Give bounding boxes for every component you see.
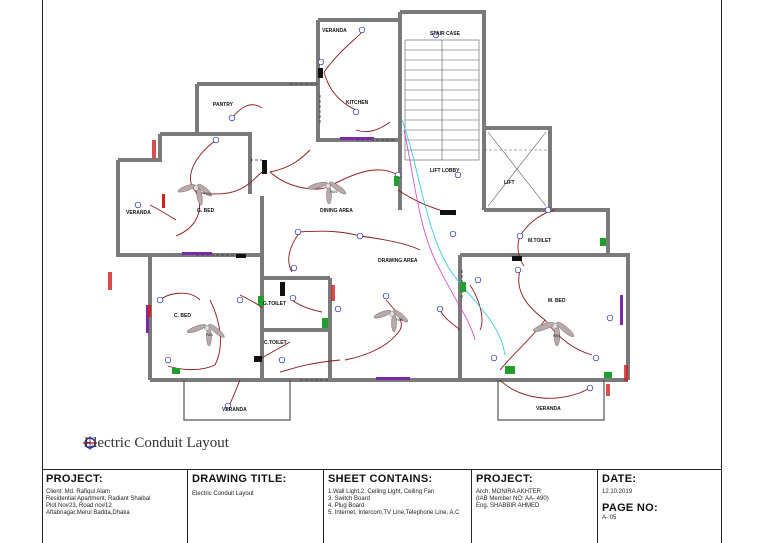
room-label-veranda-bottom-right: VERANDA [536,406,561,412]
room-label-veranda-top: VERANDA [322,28,347,34]
room-label-veranda-left: VERANDA [126,210,151,216]
client-line: Plot No#23, Road no#12 [46,503,112,509]
sheet-border [42,0,722,543]
title-block-client: PROJECT: Client: Md. Rafiqul Alam Reside… [42,470,188,543]
room-label-m-bed: M. BED [548,298,566,304]
room-label-dining-area: DINING AREA [320,208,353,214]
date-heading: DATE: [602,473,637,485]
room-label-pantry: PANTRY [213,102,234,108]
legend-symbol [83,436,97,450]
room-label-c-bed: C. BED [174,313,191,319]
fan-label: FAN [204,192,211,196]
title-block: PROJECT: Client: Md. Rafiqul Alam Reside… [42,469,722,543]
engineer-line: (IAB Member NO: AA- 490) [476,496,549,502]
room-labels: VERANDA STAIR CASE PANTRY KITCHEN LIFT L… [126,28,566,413]
wall-light-bars [146,137,623,380]
page-no-value: A- 05 [602,515,617,521]
title-block-date: DATE: 12.10.2019 PAGE NO: A- 05 [598,470,722,543]
fan-label: FAN [396,318,403,322]
client-line: Client: Md. Rafiqul Alam [46,489,111,495]
engineer-project-heading: PROJECT: [476,473,533,485]
title-block-engineer: PROJECT: Arch. MONIRA AKHTER (IAB Member… [472,470,598,543]
room-label-c-toilet: C.TOILET [264,340,287,346]
client-line: Aftabnagar,Merul Badda,Dhaka [46,510,130,516]
client-project-heading: PROJECT: [46,473,103,485]
floor-plan: VERANDA STAIR CASE PANTRY KITCHEN LIFT L… [83,10,630,450]
drawing-title-heading: DRAWING TITLE: [192,473,287,485]
room-label-drawing-area: DRAWING AREA [378,258,418,264]
room-label-lift-lobby: LIFT LOBBY [430,168,460,174]
engineer-line: Eng. SHABBIR AHMED [476,503,540,509]
walls [116,10,630,421]
date-value: 12.10.2019 [602,489,633,495]
stair-case [404,39,480,161]
room-label-g-toilet: G.TOILET [263,301,286,307]
data-lines [401,119,506,356]
ceiling-fans [177,181,575,347]
drawing-caption: Electric Conduit Layout [84,435,229,451]
fan-label: FAN [330,190,337,194]
sheet-contains-line: 4. Plug Board [328,503,365,509]
drawing-title-value: Electric Conduit Layout [192,491,254,497]
page-no-heading: PAGE NO: [602,502,658,514]
engineer-line: Arch. MONIRA AKHTER [476,489,542,495]
title-block-drawing-title: DRAWING TITLE: Electric Conduit Layout [188,470,324,543]
room-label-lift: LIFT [504,180,515,186]
sheet-contains-line: 1.Wall Light,2. Ceiling Light, Ceiling F… [328,489,435,495]
fan-label: FAN [553,334,560,338]
client-line: Residential Apartment, Radiant Shaibal [46,496,151,502]
fan-labels: FAN FAN FAN FAN FAN [204,190,560,338]
room-label-kitchen: KITCHEN [346,100,369,106]
title-block-sheet-contains: SHEET CONTAINS: 1.Wall Light,2. Ceiling … [324,470,472,543]
room-label-veranda-bottom-left: VERANDA [222,407,247,413]
room-label-g-bed: G. BED [197,208,215,214]
sheet-contains-line: 3. Switch Board [328,496,371,502]
lift-shaft [484,131,550,207]
fan-label: FAN [206,333,213,337]
room-label-m-toilet: M.TOILET [528,238,551,244]
room-label-stair-case: STAIR CASE [430,31,461,37]
conduit-lines [149,31,593,409]
sheet-contains-line: 5. Internet, Intercom,TV Line,Telephone … [328,510,460,516]
sheet-contains-heading: SHEET CONTAINS: [328,473,433,485]
light-points [134,26,614,410]
switch-boards [108,68,628,396]
